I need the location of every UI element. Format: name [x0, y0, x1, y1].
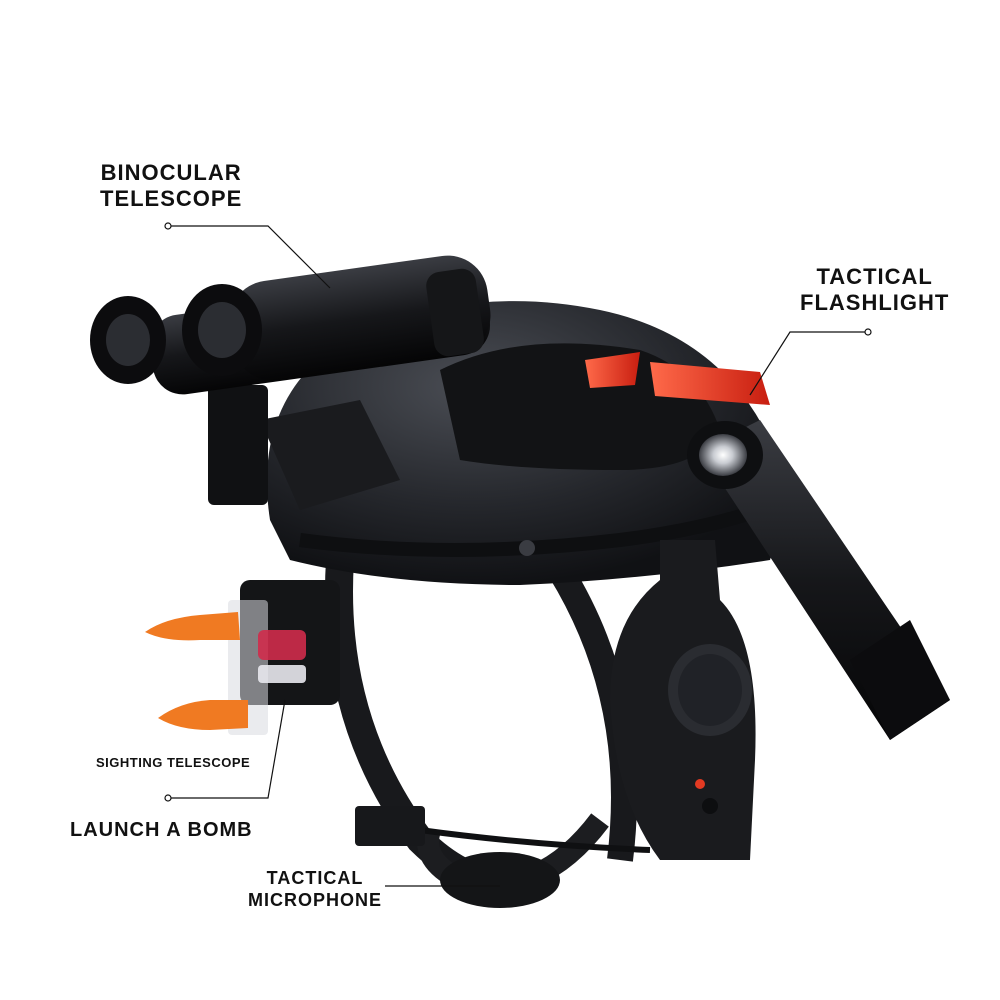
tactical-microphone — [355, 806, 651, 853]
binocular-callout: BINOCULAR TELESCOPE — [100, 160, 242, 213]
binocular-telescope — [90, 255, 491, 395]
flashlight-callout: TACTICAL FLASHLIGHT — [800, 264, 949, 317]
binocular-label-line2: TELESCOPE — [100, 186, 243, 212]
chin-cup — [440, 852, 560, 908]
flashlight-label-line2: FLASHLIGHT — [800, 290, 950, 316]
helmet-harness — [325, 559, 637, 908]
nvg-mount — [260, 400, 400, 510]
indicator-light — [695, 779, 705, 789]
microphone-label-line2: MICROPHONE — [248, 889, 383, 910]
flashlight-leader-line — [749, 331, 868, 396]
rail-screw — [519, 540, 535, 556]
callout-lines — [164, 222, 872, 887]
ear-radio — [610, 540, 756, 860]
sighting-leader-line — [168, 699, 286, 799]
microphone-callout: TACTICAL MICROPHONE — [248, 868, 382, 911]
microphone-label-line1: TACTICAL — [266, 868, 364, 888]
binocular-label-line1: BINOCULAR — [100, 160, 242, 185]
sighting-label: SIGHTING TELESCOPE — [96, 755, 251, 770]
velcro-patch — [440, 343, 720, 470]
bomb-label: LAUNCH A BOMB — [70, 819, 253, 841]
red-light-bar — [585, 352, 770, 405]
binocular-leader-line — [168, 225, 331, 289]
flashlight-lens — [699, 434, 747, 476]
foam-darts — [145, 612, 248, 730]
flashlight-label-line1: TACTICAL — [816, 264, 933, 289]
power-button — [702, 798, 718, 814]
tactical-flashlight — [687, 420, 950, 740]
nvg-arm — [208, 385, 268, 505]
